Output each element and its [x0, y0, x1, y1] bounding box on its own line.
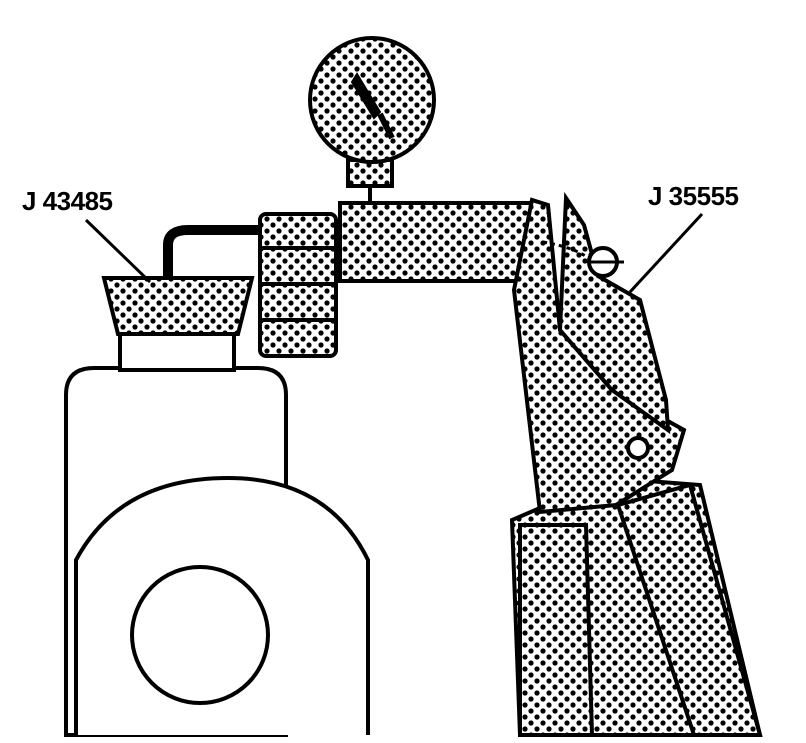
filter-canister: [258, 212, 338, 358]
pivot-bolt: [626, 436, 650, 460]
vacuum-hose: [163, 225, 262, 280]
leader-line-left: [84, 218, 152, 284]
pulley-wheel: [74, 475, 370, 735]
reservoir-cap-adapter: [101, 276, 255, 336]
callout-leaders: [84, 212, 704, 294]
gauge-body: [338, 158, 534, 283]
pliers-tool: [509, 191, 763, 737]
reservoir-neck: [118, 332, 236, 372]
vacuum-gauge: [308, 36, 436, 164]
leader-line-right: [628, 212, 704, 294]
callout-label-left: J 43485: [22, 186, 113, 216]
gauge-needle: [350, 72, 382, 120]
callout-label-right: J 35555: [648, 181, 739, 211]
